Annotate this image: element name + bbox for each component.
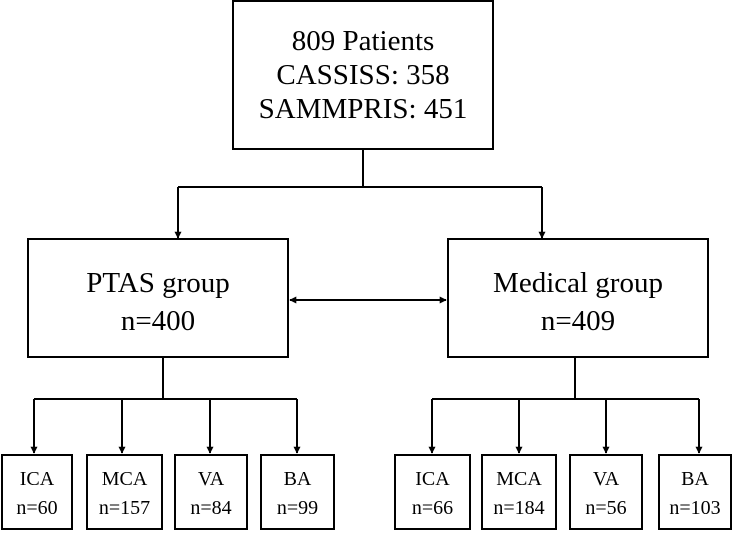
- medical-va-box: [569, 454, 643, 530]
- ptas-ica-name: ICA: [20, 468, 55, 490]
- ptas-ica-count: n=60: [16, 497, 57, 519]
- medical-ica-box: [394, 454, 471, 530]
- ptas-va-count: n=84: [190, 497, 231, 519]
- ptas-va-box: [174, 454, 248, 530]
- ptas-va-name: VA: [198, 468, 225, 490]
- sammpris-count-label: SAMMPRIS: 451: [259, 93, 468, 125]
- ptas-ba-count: n=99: [277, 497, 318, 519]
- ptas-mca-name: MCA: [102, 468, 148, 490]
- total-patients-label: 809 Patients: [292, 25, 435, 57]
- medical-va-name: VA: [593, 468, 620, 490]
- medical-ica-count: n=66: [412, 497, 453, 519]
- medical-va-count: n=56: [585, 497, 626, 519]
- ptas-ba-box: [260, 454, 335, 530]
- total-patients-box: [232, 0, 494, 150]
- medical-ba-count: n=103: [669, 497, 720, 519]
- medical-group-title: Medical group: [493, 267, 663, 299]
- ptas-group-box: [27, 238, 289, 358]
- medical-group-box: [447, 238, 709, 358]
- medical-group-count: n=409: [541, 305, 615, 337]
- medical-ba-name: BA: [681, 468, 709, 490]
- cassiss-count-label: CASSISS: 358: [276, 59, 449, 91]
- ptas-group-count: n=400: [121, 305, 195, 337]
- ptas-ba-name: BA: [284, 468, 312, 490]
- medical-mca-box: [481, 454, 557, 530]
- medical-mca-name: MCA: [496, 468, 542, 490]
- medical-ica-name: ICA: [415, 468, 450, 490]
- ptas-ica-box: [1, 454, 73, 530]
- medical-mca-count: n=184: [493, 497, 544, 519]
- ptas-group-title: PTAS group: [86, 267, 230, 299]
- ptas-mca-box: [86, 454, 163, 530]
- ptas-mca-count: n=157: [99, 497, 150, 519]
- medical-ba-box: [658, 454, 732, 530]
